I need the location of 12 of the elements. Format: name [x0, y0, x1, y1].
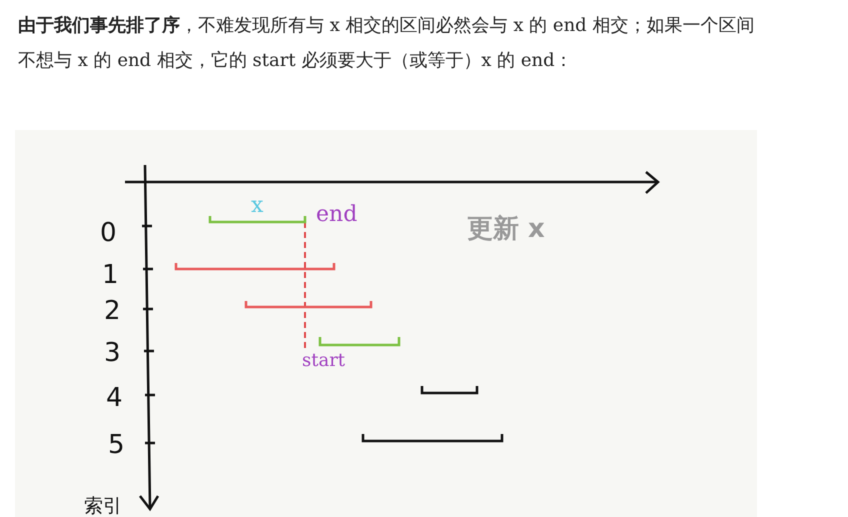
axis-title: 索引 — [84, 497, 122, 516]
paragraph: 由于我们事先排了序，不难发现所有与 x 相交的区间必然会与 x 的 end 相交；如果一个区间不想与 x 的 end 相交，它的 start 必须要大于（或等于）x 的 end： — [18, 14, 756, 73]
index-number: 4 — [106, 385, 123, 411]
start-label: start — [302, 352, 346, 370]
index-number: 1 — [102, 262, 119, 288]
index-number: 0 — [100, 220, 117, 246]
end-label: end — [316, 204, 358, 226]
index-number: 2 — [104, 298, 121, 324]
update-note: 更新 x — [467, 216, 545, 242]
interval-name: x — [251, 195, 264, 217]
index-number: 3 — [104, 340, 121, 366]
index-number: 5 — [108, 432, 125, 458]
